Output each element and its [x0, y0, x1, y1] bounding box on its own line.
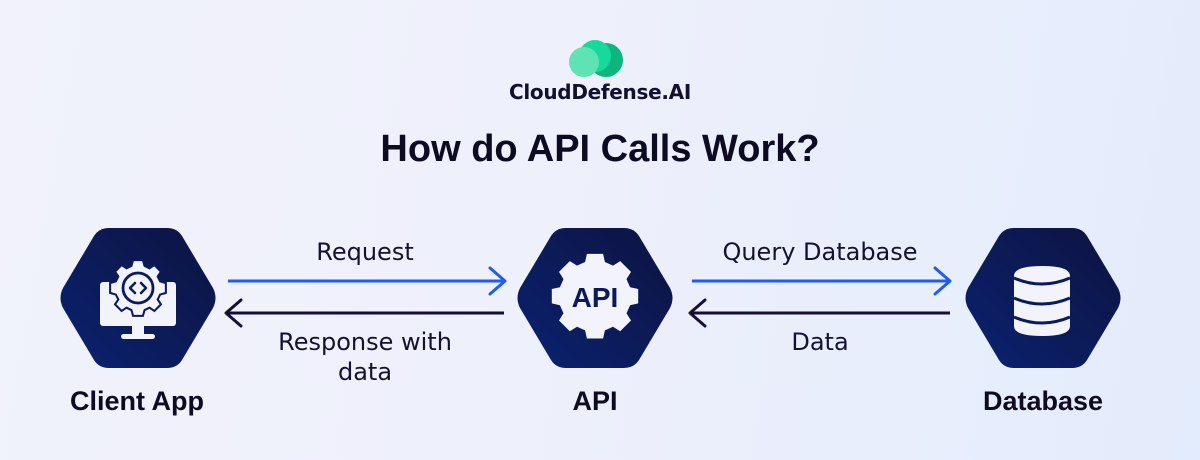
node-client-app	[57, 224, 219, 372]
node-api: API	[514, 224, 676, 372]
edge-label-request: Request	[316, 238, 414, 266]
arrow-data	[686, 294, 951, 334]
gear-api-icon	[551, 253, 639, 339]
edge-label-query-database: Query Database	[722, 238, 918, 266]
edge-label-data: Data	[791, 328, 849, 356]
node-label-database: Database	[982, 386, 1104, 416]
database-icon	[1013, 266, 1071, 336]
node-database	[962, 224, 1124, 372]
api-icon-text: API	[572, 282, 619, 313]
arrow-query-database	[690, 262, 955, 302]
brand-name: CloudDefense.AI	[509, 80, 691, 104]
node-label-api: API	[572, 386, 618, 416]
edge-label-response-line1: Response with	[278, 328, 452, 356]
cloud-logo-icon	[566, 39, 624, 79]
page-title: How do API Calls Work?	[380, 128, 820, 170]
monitor-gear-code-icon	[100, 259, 176, 339]
edge-label-response-line2: data	[337, 358, 393, 386]
edge-label-response: Response with data	[240, 327, 490, 387]
node-label-client-app: Client App	[70, 386, 204, 416]
arrow-request	[225, 262, 510, 302]
arrow-response	[222, 294, 507, 334]
